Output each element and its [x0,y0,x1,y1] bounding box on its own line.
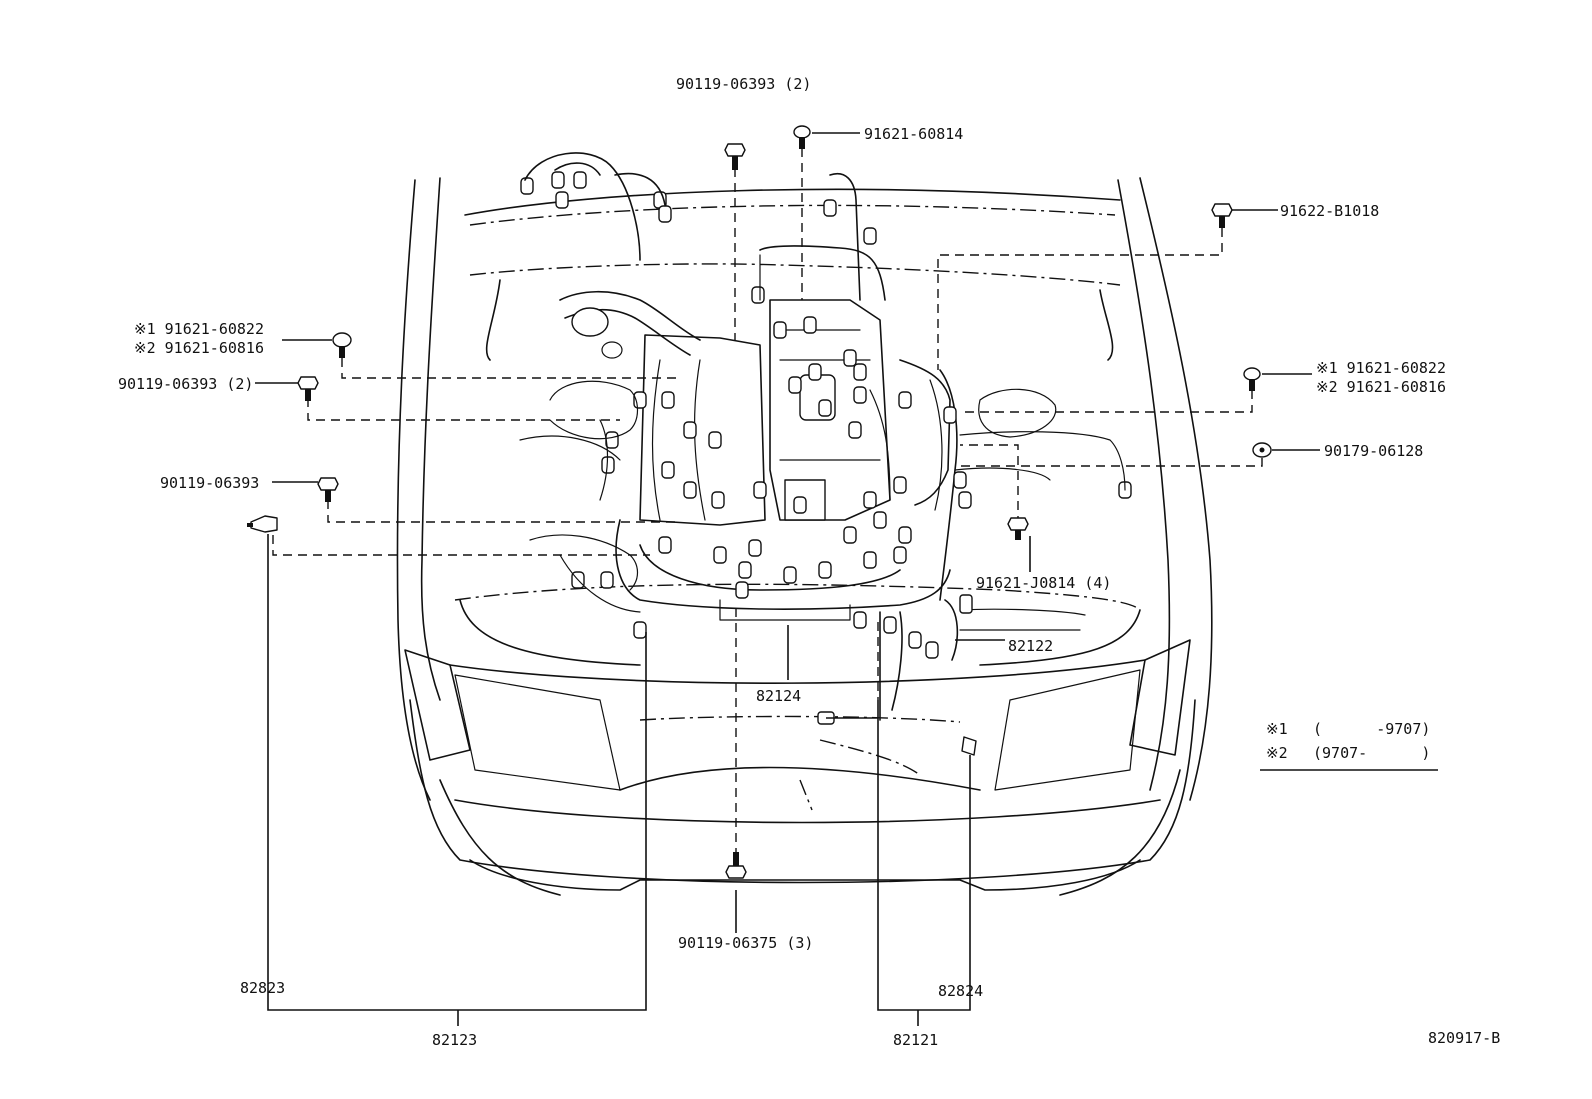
connector-blob [633,621,647,639]
connector-blob [818,561,832,579]
legend-value-1: ( -9707) [1313,720,1430,738]
connector-blob [853,611,867,629]
connector-blob [808,363,822,381]
vehicle-body-outline [396,177,1213,896]
connector-blob [683,481,697,499]
label-left-bolt-a: 90119-06393 (2) [118,375,253,393]
bolt-icon-top [724,143,746,170]
connector-blob [943,406,957,424]
connector-blob [853,363,867,381]
label-top-bolt: 90119-06393 (2) [676,75,811,93]
bolt-icon-left-a [297,376,319,401]
connector-blob [738,561,752,579]
nut-icon-right [1252,442,1272,458]
connector-blob [555,191,569,209]
label-top-clip: 91621-60814 [864,125,963,143]
bolt-icon-right-top [1211,203,1233,228]
connector-blob [863,491,877,509]
connector-blob [788,376,802,394]
solid-leaders [255,132,1438,1026]
connector-blob [925,641,939,659]
connector-blob [873,511,887,529]
connector-blob [708,431,722,449]
connector-blob [520,177,534,195]
connector-blob [853,386,867,404]
connector-blob [661,391,675,409]
connector-blob [863,551,877,569]
clip-icon-left-alt [332,332,352,358]
label-82823: 82823 [240,979,285,997]
connector-blob [793,496,807,514]
connector-blob [958,491,972,509]
connector-blob [893,546,907,564]
connector-blob [711,491,725,509]
connector-blob [751,286,765,304]
connector-blob [843,526,857,544]
connector-blob [898,391,912,409]
connector-blob [773,321,787,339]
label-82824: 82824 [938,982,983,1000]
bolt-icon-right-mid [1007,517,1029,540]
connector-blob [661,461,675,479]
bolt-icon-bottom [725,852,747,879]
callout-labels: 90119-06393 (2) 91621-60814 91622-B1018 … [118,75,1500,1049]
connector-blob [658,536,672,554]
legend-mark-2: ※2 [1266,744,1288,762]
label-82124: 82124 [756,687,801,705]
connector-blob [953,471,967,489]
connector-icon-82824 [961,736,977,756]
engine-harness-cluster [519,152,1132,721]
legend-mark-1: ※1 [1266,720,1288,738]
fasteners [247,125,1272,879]
figure-code: 820917-B [1428,1029,1500,1047]
clamp-icon-left [247,515,278,533]
connector-blob [883,616,897,634]
connector-blob [683,421,697,439]
label-right-bolt-top: 91622-B1018 [1280,202,1379,220]
legend-value-2: (9707- ) [1313,744,1430,762]
connector-blob [735,581,749,599]
label-82121: 82121 [893,1031,938,1049]
connector-blob [823,199,837,217]
connector-blob [713,546,727,564]
connector-blob [658,205,672,223]
label-bottom-bolt: 90119-06375 (3) [678,934,813,952]
connector-blob [605,431,619,449]
connector-blob [818,399,832,417]
label-left-bolt-b: 90119-06393 [160,474,259,492]
clip-icon-right-alt [1243,367,1261,391]
connector-blob [863,227,877,245]
connector-blob [748,539,762,557]
label-right-nut: 90179-06128 [1324,442,1423,460]
label-right-alt1: ※1 91621-60822 [1316,359,1446,377]
connector-blob [843,349,857,367]
connector-blob [848,421,862,439]
connector-blob [551,171,565,189]
connector-blob [898,526,912,544]
label-right-bolt-mid: 91621-J0814 (4) [976,574,1111,592]
bolt-icon-left-b [317,477,339,502]
connector-blob [600,571,614,589]
label-82123: 82123 [432,1031,477,1049]
connector-blob [803,316,817,334]
dashed-leaders [272,148,1263,858]
label-right-alt2: ※2 91621-60816 [1316,378,1446,396]
label-82122: 82122 [1008,637,1053,655]
label-left-alt2: ※2 91621-60816 [134,339,264,357]
connector-blob [893,476,907,494]
connector-blob [908,631,922,649]
connector-blob [753,481,767,499]
connector-blob [783,566,797,584]
connector-blob [573,171,587,189]
clip-icon-top [793,125,811,149]
label-left-alt1: ※1 91621-60822 [134,320,264,338]
